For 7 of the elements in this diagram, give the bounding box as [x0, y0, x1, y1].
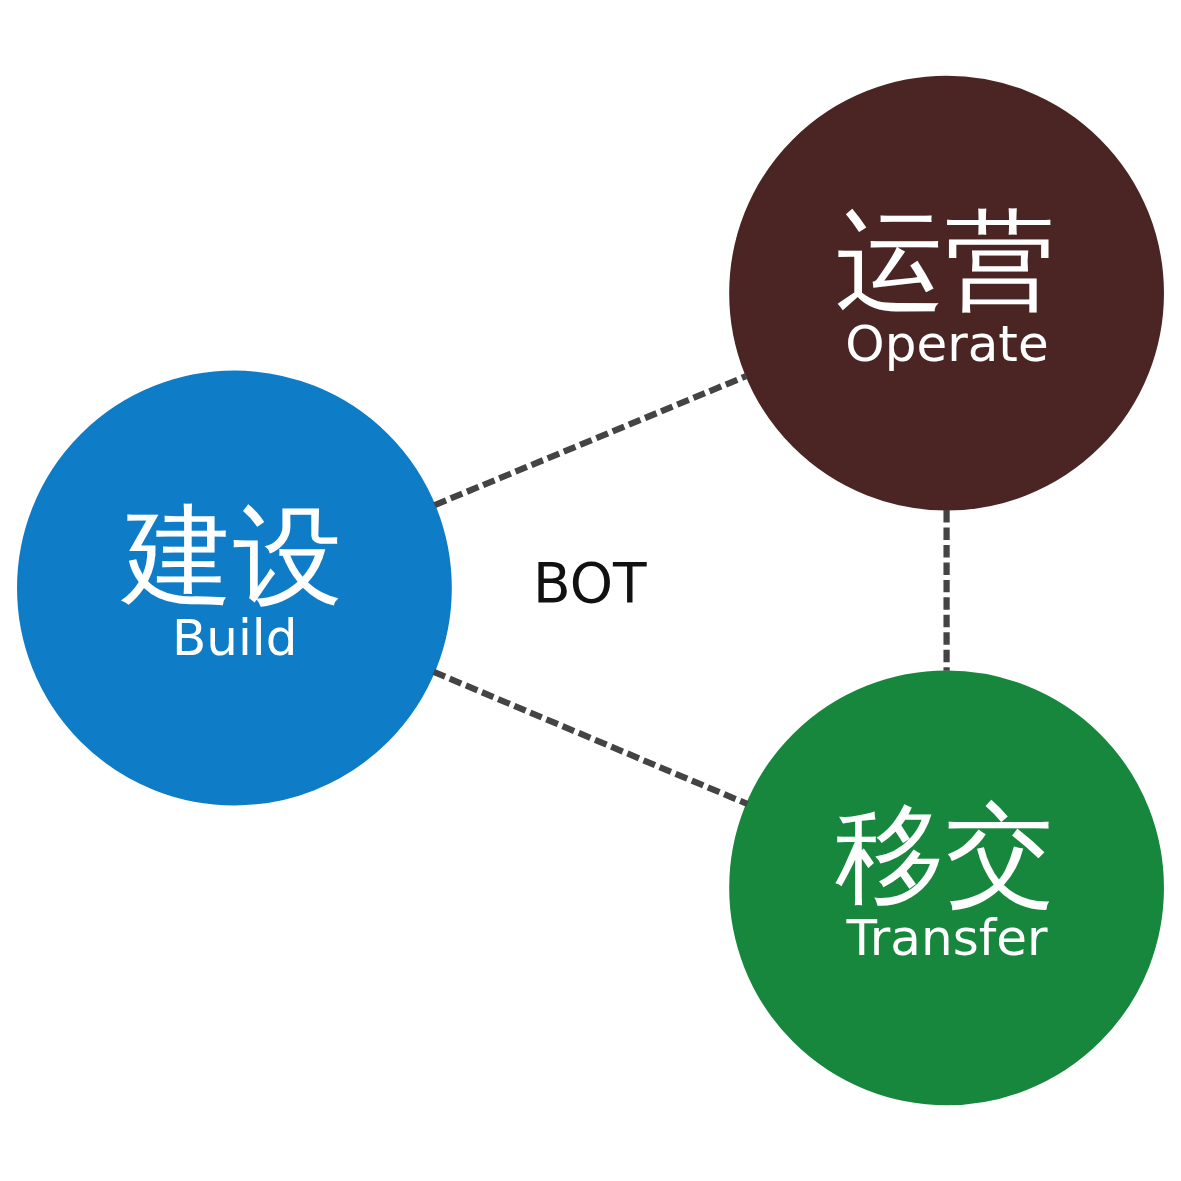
- connector: [943, 509, 950, 671]
- node-circle: 建设 Build: [17, 370, 452, 806]
- label: BOT: [533, 550, 647, 615]
- connector: [433, 373, 748, 508]
- node-circle: 移交 Transfer: [729, 670, 1164, 1106]
- connector: [432, 669, 749, 807]
- node-circle: 运营 Operate: [729, 75, 1164, 511]
